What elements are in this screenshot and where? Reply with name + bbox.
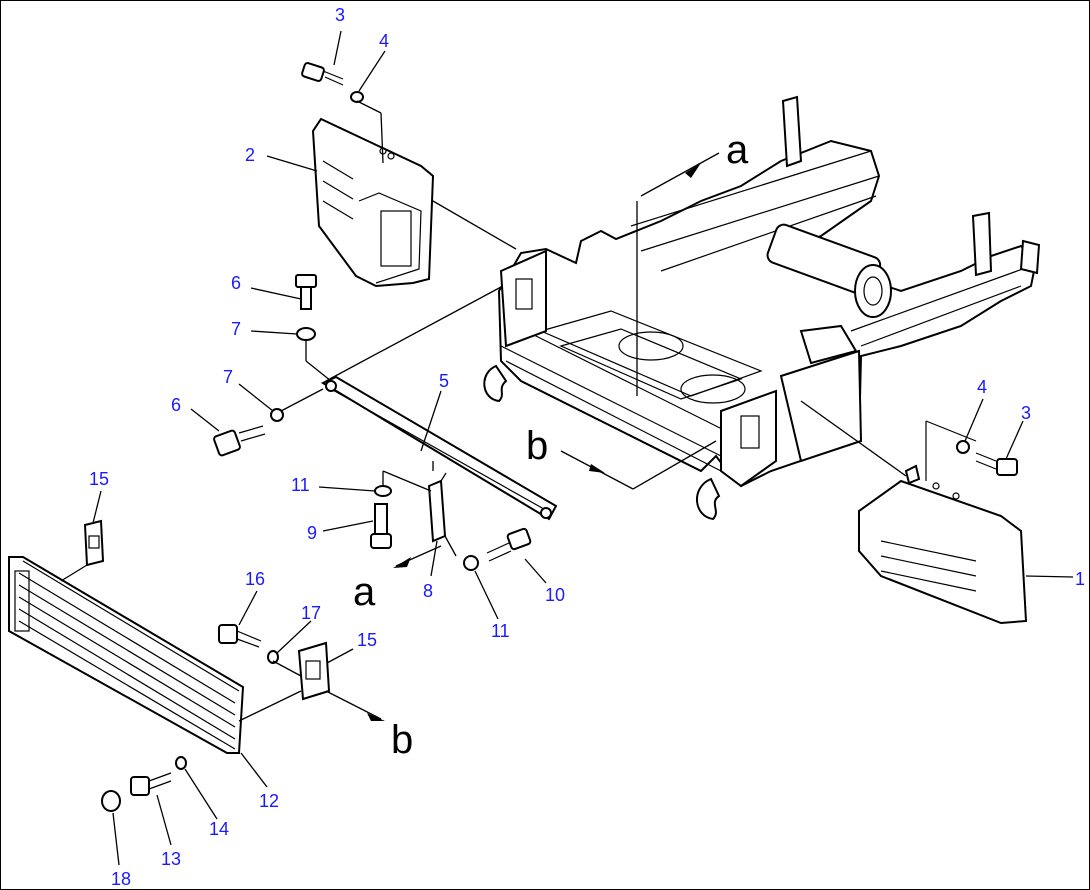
reference-mark-b-upper: b xyxy=(526,424,548,468)
callout-14[interactable]: 14 xyxy=(209,819,229,839)
callout-15-upper[interactable]: 15 xyxy=(89,469,109,489)
reference-mark-a-lower: a xyxy=(353,570,376,614)
callout-7-upper[interactable]: 7 xyxy=(231,319,241,339)
bolt-part-3-top xyxy=(301,62,384,164)
callout-4-top[interactable]: 4 xyxy=(379,31,389,51)
callout-13[interactable]: 13 xyxy=(161,849,181,869)
main-frame xyxy=(483,95,1041,521)
bracket-part-8 xyxy=(427,461,457,557)
callout-6-upper[interactable]: 6 xyxy=(231,273,241,293)
callout-1[interactable]: 1 xyxy=(1075,569,1085,589)
leader-lines xyxy=(92,30,1074,866)
bolt-part-6-upper xyxy=(295,274,332,382)
bolt-part-9 xyxy=(370,503,392,549)
bolt-part-6-lower xyxy=(213,388,324,457)
callout-9[interactable]: 9 xyxy=(307,523,317,543)
reference-mark-b-lower: b xyxy=(391,718,413,762)
bolt-part-10 xyxy=(463,527,532,571)
callout-4-right[interactable]: 4 xyxy=(977,377,987,397)
cap-part-18 xyxy=(101,790,121,812)
callout-2[interactable]: 2 xyxy=(245,145,255,165)
grille-part-12 xyxy=(8,556,302,754)
callout-11-lower[interactable]: 11 xyxy=(491,621,510,641)
reference-letters: a a b b xyxy=(353,128,749,762)
callout-6-lower[interactable]: 6 xyxy=(171,395,181,415)
bolt-part-3-right xyxy=(956,440,1018,476)
callout-17[interactable]: 17 xyxy=(301,603,321,623)
callout-5[interactable]: 5 xyxy=(439,371,449,391)
callout-18[interactable]: 18 xyxy=(111,869,131,889)
bolt-part-16 xyxy=(218,624,302,677)
cover-part-1 xyxy=(800,400,1028,625)
arrow-a-lower xyxy=(393,545,442,568)
callout-8[interactable]: 8 xyxy=(423,581,433,601)
callout-3-top[interactable]: 3 xyxy=(335,5,345,25)
washer-part-11-left xyxy=(374,470,432,497)
callout-15-lower[interactable]: 15 xyxy=(357,630,377,650)
clip-part-15-upper xyxy=(60,519,105,582)
callout-16[interactable]: 16 xyxy=(245,569,265,589)
clip-part-15-lower xyxy=(297,641,331,701)
callout-labels: 1 2 3 3 4 4 5 6 6 7 7 8 9 10 11 11 12 13… xyxy=(89,5,1085,889)
arrow-b-lower xyxy=(325,690,385,721)
cover-part-2 xyxy=(311,117,517,288)
callout-10[interactable]: 10 xyxy=(545,585,565,605)
callout-3-right[interactable]: 3 xyxy=(1021,403,1031,423)
bolt-part-13 xyxy=(130,756,187,796)
bar-part-5 xyxy=(320,286,558,521)
callout-11-left[interactable]: 11 xyxy=(291,475,310,495)
callout-7-lower[interactable]: 7 xyxy=(223,367,233,387)
callout-12[interactable]: 12 xyxy=(259,791,279,811)
reference-mark-a-upper: a xyxy=(726,128,749,172)
